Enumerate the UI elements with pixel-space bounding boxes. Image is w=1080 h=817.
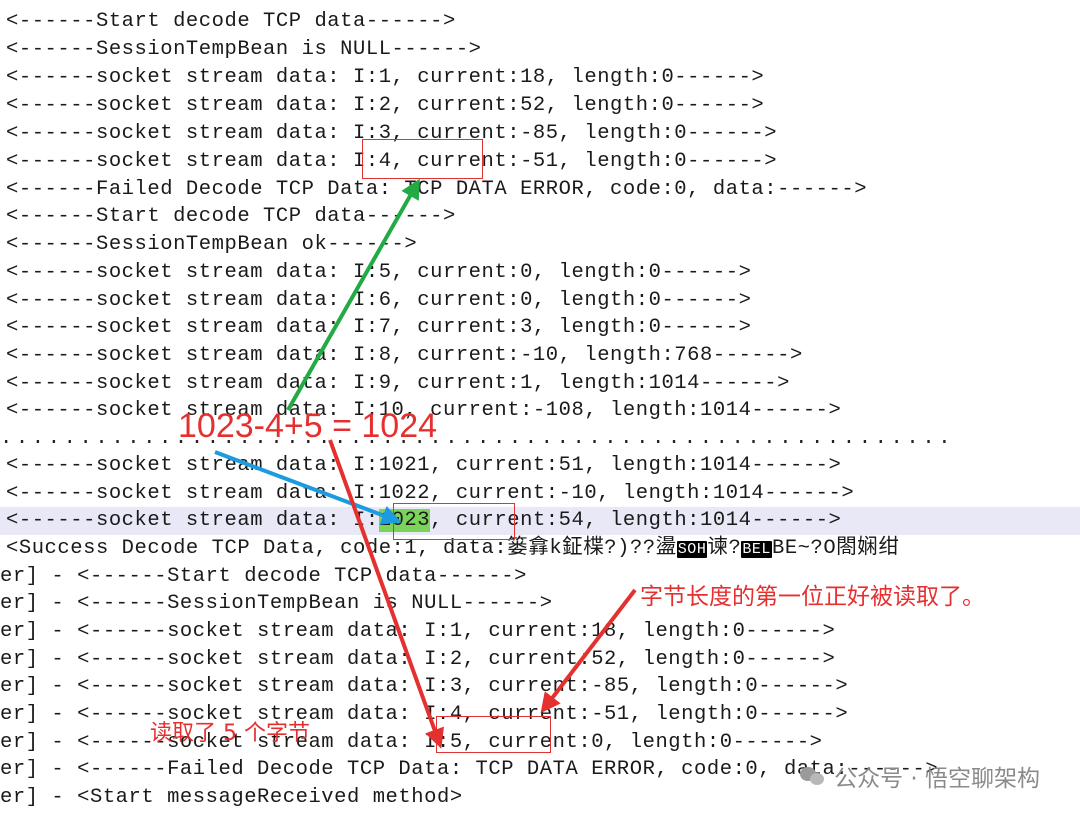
log-suffix: , current:54, length:1014------>: [430, 509, 842, 532]
blue-arrow: [214, 450, 402, 525]
ellipsis-separator: ........................................…: [0, 427, 955, 450]
log-line: <------SessionTempBean is NULL------>: [6, 38, 482, 61]
log-line: <------socket stream data: I:10, current…: [6, 399, 842, 422]
log-line: <------socket stream data: I:5, current:…: [6, 261, 752, 284]
highlighted-log-line: <------socket stream data: I:1023, curre…: [0, 507, 1080, 535]
red-arrow-down: [328, 439, 444, 749]
log-line: <------socket stream data: I:1022, curre…: [6, 482, 855, 505]
log-line: er] - <------socket stream data: I:1, cu…: [0, 620, 836, 643]
control-char-badge: SOH: [676, 541, 708, 558]
log-line: er] - <Start messageReceived method>: [0, 786, 463, 809]
log-line: er] - <------socket stream data: I:5, cu…: [0, 731, 823, 754]
garbled-data: 篓搻k鉦楪?)??盪: [507, 537, 677, 560]
log-line: <------Start decode TCP data------>: [6, 205, 456, 228]
garbled-data: BE~?O閤娴绀: [771, 537, 900, 560]
log-line: <------socket stream data: I:2, current:…: [6, 94, 765, 117]
watermark: 公众号 · 悟空聊架构: [800, 759, 1040, 793]
garbled-data: 谏?: [707, 537, 742, 560]
log-line: er] - <------socket stream data: I:2, cu…: [0, 648, 836, 671]
log-line: <------socket stream data: I:9, current:…: [6, 372, 790, 395]
formula-annotation: 1023-4+5 = 1024: [178, 407, 438, 445]
log-line: er] - <------SessionTempBean is NULL----…: [0, 592, 553, 615]
log-line: <------socket stream data: I:1021, curre…: [6, 454, 842, 477]
first-byte-note: 字节长度的第一位正好被读取了。: [640, 584, 985, 610]
wechat-icon: [800, 765, 826, 787]
red-arrow-note: [540, 588, 637, 714]
read-five-bytes-note: 读取了 5 个字节: [150, 721, 310, 746]
log-line: <------Start decode TCP data------>: [6, 10, 456, 33]
log-line: <------SessionTempBean ok------>: [6, 233, 418, 256]
log-line: <------socket stream data: I:1, current:…: [6, 66, 765, 89]
watermark-text: 公众号 · 悟空聊架构: [834, 766, 1040, 792]
log-line: er] - <------socket stream data: I:3, cu…: [0, 675, 849, 698]
log-line: er] - <------Failed Decode TCP Data: TCP…: [0, 758, 939, 781]
log-line: er] - <------socket stream data: I:4, cu…: [0, 703, 849, 726]
log-line: <------socket stream data: I:6, current:…: [6, 289, 752, 312]
log-line: <------socket stream data: I:4, current:…: [6, 150, 778, 173]
log-line: er] - <------Start decode TCP data------…: [0, 565, 527, 588]
log-line: <------Failed Decode TCP Data: TCP DATA …: [6, 178, 868, 201]
green-arrow: [286, 178, 420, 411]
success-line: <Success Decode TCP Data, code:1, data:篓…: [6, 535, 899, 563]
log-prefix: <------socket stream data: I:: [6, 509, 379, 532]
success-text: <Success Decode TCP Data, code:1, data:: [6, 537, 508, 560]
i4-highlight-box: [362, 139, 483, 179]
control-char-badge: BEL: [741, 541, 772, 558]
log-line: <------socket stream data: I:7, current:…: [6, 316, 752, 339]
